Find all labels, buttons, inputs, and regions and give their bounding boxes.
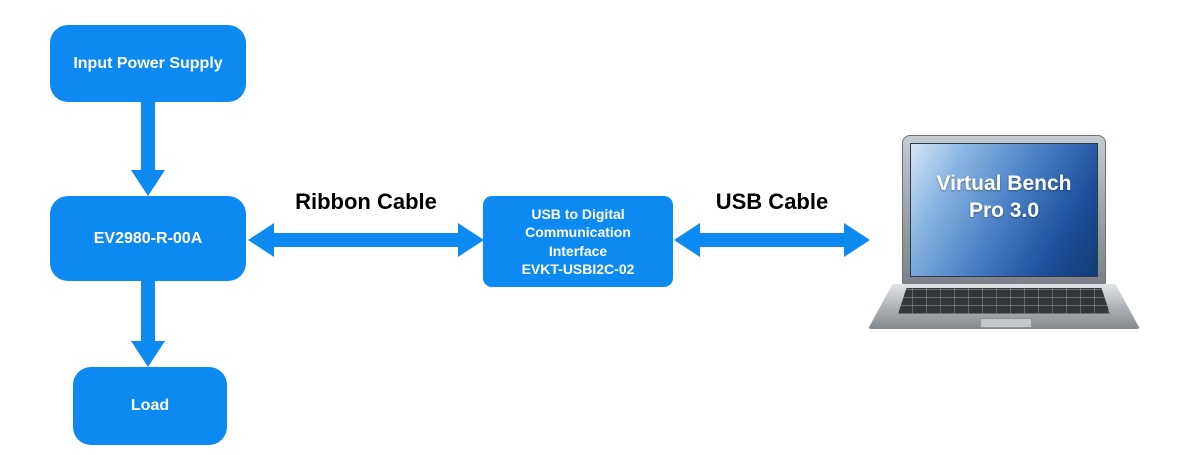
arrow-head-left-icon (674, 223, 700, 257)
laptop-screen-text-line-1: Virtual Bench (936, 172, 1072, 195)
laptop-image: Virtual Bench Pro 3.0 (868, 135, 1140, 335)
input-power-supply-node: Input Power Supply (50, 25, 246, 102)
arrow-head-left-icon (248, 223, 274, 257)
laptop-screen: Virtual Bench Pro 3.0 (902, 135, 1106, 285)
usb-interface-line-1: USB to Digital (531, 206, 625, 223)
load-label: Load (130, 397, 170, 414)
usb-interface-node: USB to Digital Communication Interface E… (483, 196, 673, 287)
ev-board-node: EV2980-R-00A (50, 196, 246, 281)
laptop-screen-text-line-2: Pro 3.0 (968, 199, 1040, 223)
arrow-shaft (700, 233, 844, 247)
laptop-touchpad (980, 318, 1032, 328)
arrow-head-right-icon (458, 223, 484, 257)
ev-board-label: EV2980-R-00A (93, 229, 203, 247)
usb-interface-label: USB to Digital Communication Interface E… (522, 205, 635, 278)
arrow-shaft (141, 102, 155, 172)
usb-interface-line-4: EVKT-USBI2C-02 (521, 260, 635, 277)
arrow-head-right-icon (844, 223, 870, 257)
arrow-shaft (141, 281, 155, 343)
usb-cable-label: USB Cable (715, 189, 829, 214)
usb-interface-line-3: Interface (548, 242, 608, 259)
laptop-display: Virtual Bench Pro 3.0 (910, 143, 1098, 277)
arrow-head-down-icon (131, 170, 165, 196)
arrow-shaft (274, 233, 458, 247)
laptop-keyboard (898, 288, 1110, 314)
ribbon-cable-label: Ribbon Cable (295, 189, 437, 214)
arrow-head-down-icon (131, 341, 165, 367)
load-node: Load (73, 367, 227, 445)
input-power-supply-label: Input Power Supply (73, 54, 223, 72)
usb-interface-line-2: Communication (525, 224, 631, 241)
